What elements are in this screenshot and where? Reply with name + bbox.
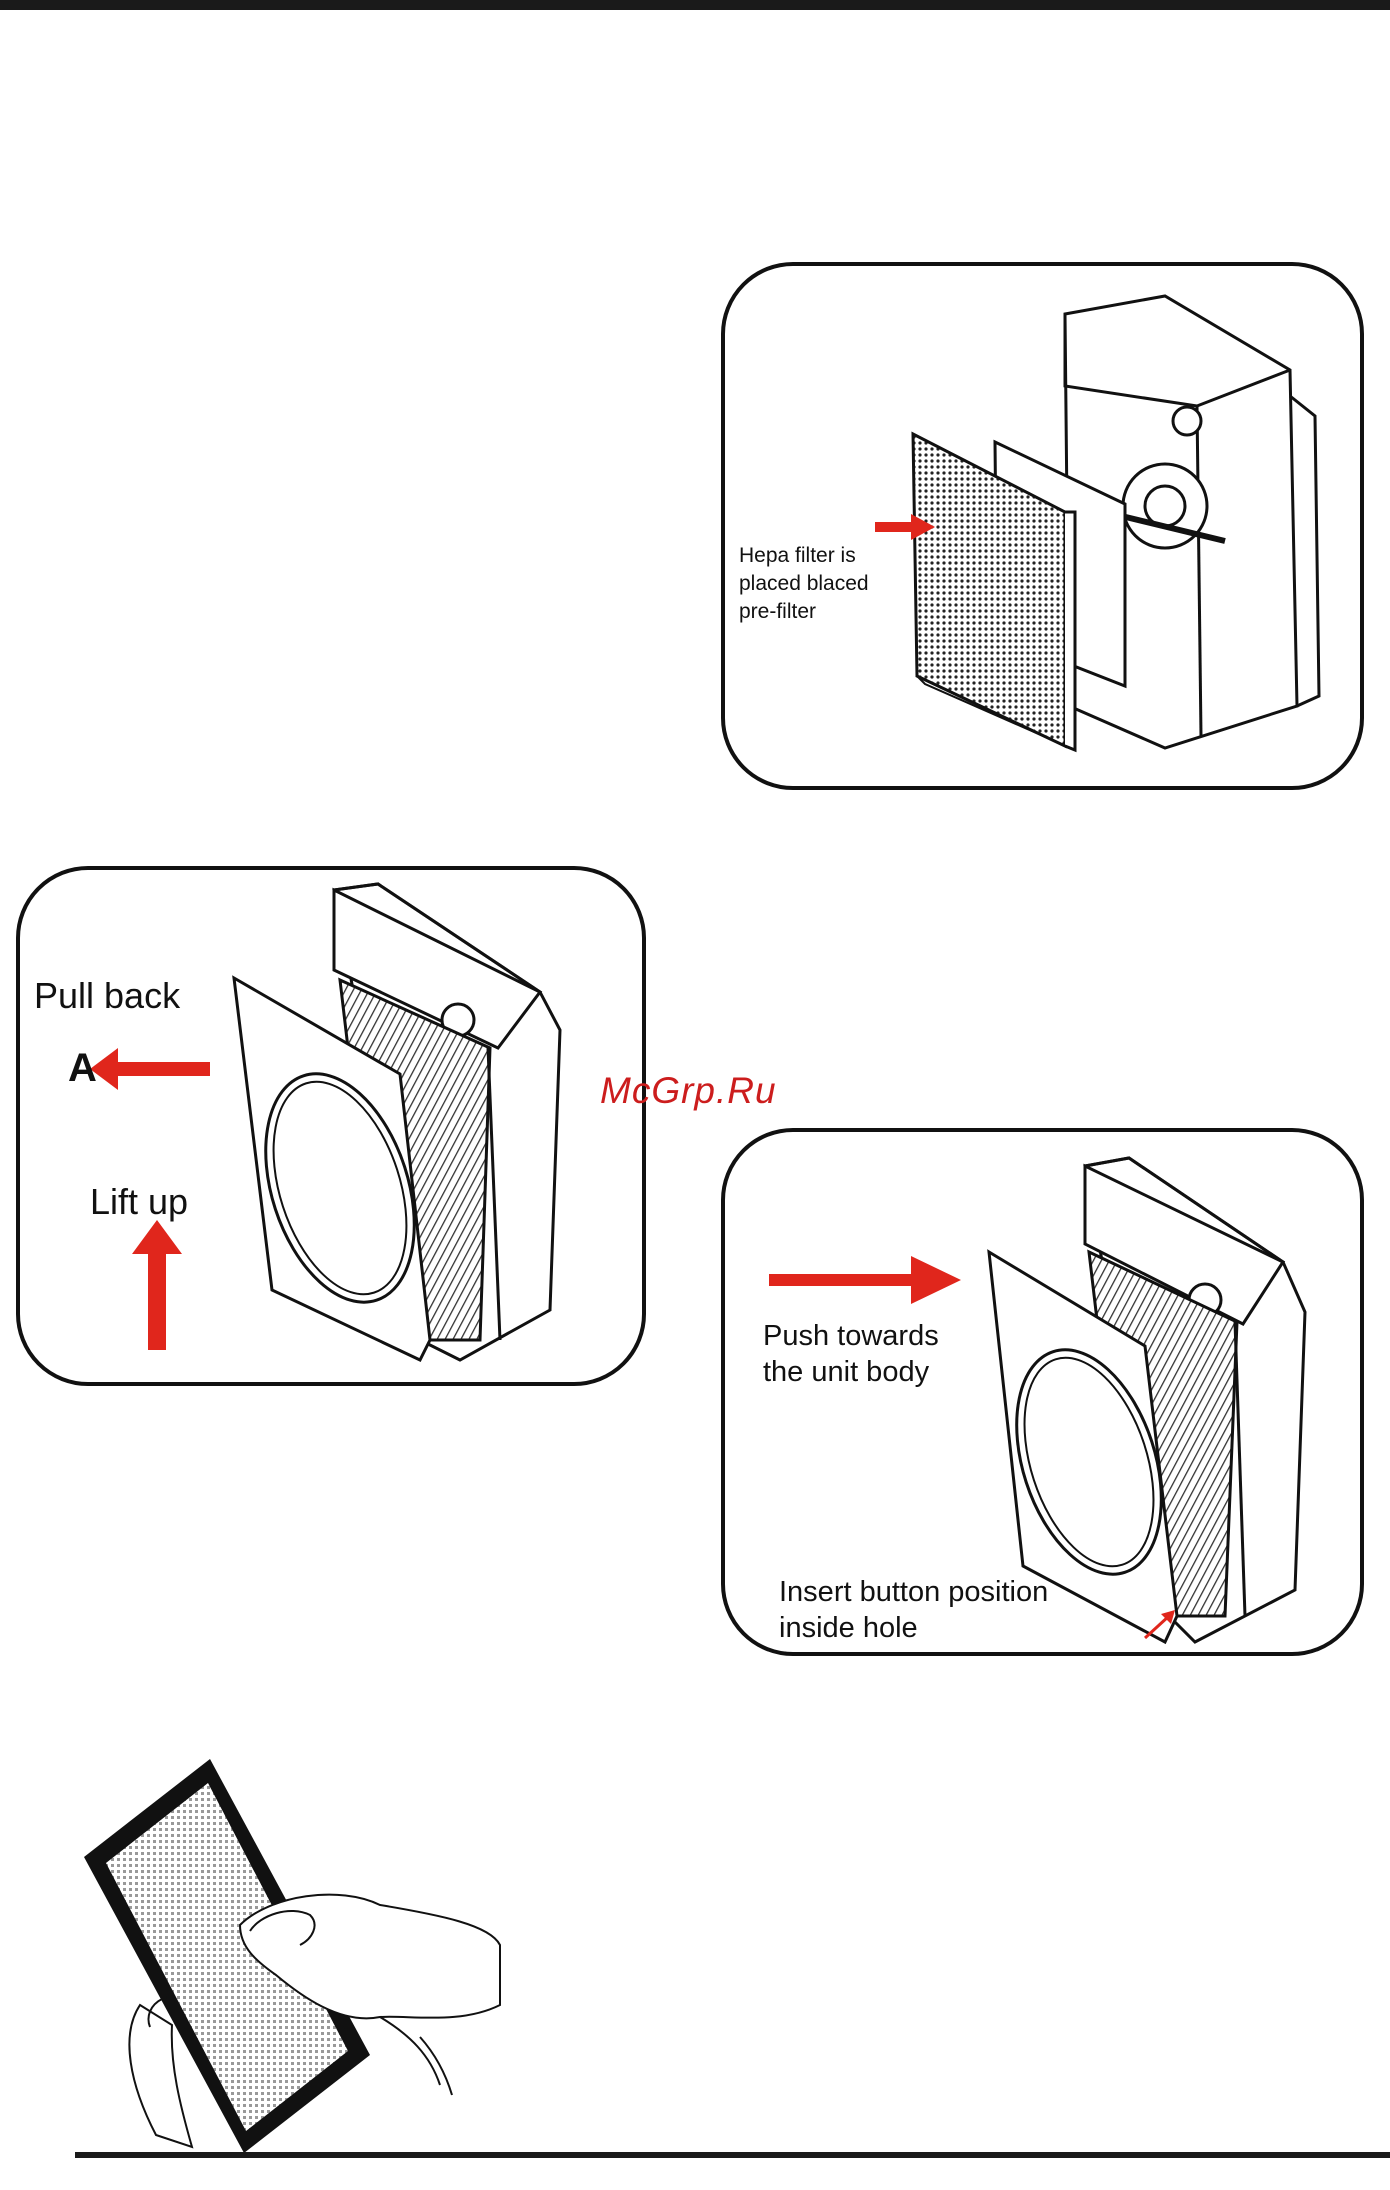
hepa-caption: Hepa filter is placed blaced pre-filter [739, 542, 869, 626]
arrow-left-icon [90, 1048, 210, 1090]
purifier-exploded-illustration [725, 266, 1364, 790]
bottom-rule [75, 2152, 1390, 2158]
push-label: Push towards the unit body [763, 1318, 939, 1390]
remove-filter-illustration [20, 870, 646, 1386]
arrow-right-icon [769, 1256, 961, 1304]
insert-filter-panel: Push towards the unit body Insert button… [721, 1128, 1364, 1656]
watermark: McGrp.Ru [600, 1070, 777, 1112]
top-rule [0, 0, 1390, 10]
hepa-filter-panel: Hepa filter is placed blaced pre-filter [721, 262, 1364, 790]
clean-filter-illustration [80, 1755, 540, 2155]
remove-filter-panel: Pull back A Lift up [16, 866, 646, 1386]
lift-up-label: Lift up [90, 1182, 188, 1222]
insert-label: Insert button position inside hole [779, 1574, 1048, 1646]
arrow-up-icon [132, 1220, 182, 1350]
pull-back-label: Pull back [34, 976, 180, 1016]
marker-a-label: A [68, 1046, 97, 1091]
